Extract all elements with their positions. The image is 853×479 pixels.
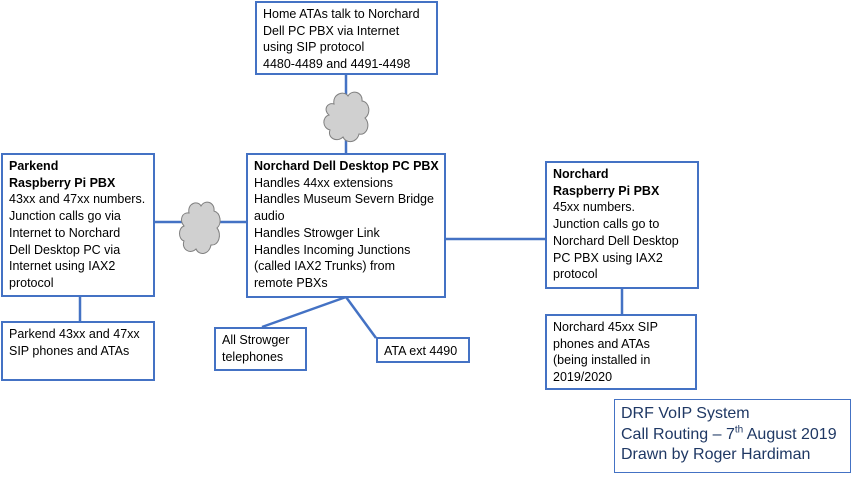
norchard-pi-title: Norchard: [553, 167, 609, 181]
title-line-system: DRF VoIP System: [621, 405, 750, 422]
link-dell-to-strowger: [261, 295, 347, 329]
title-line-date: Call Routing – 7th August 2019: [621, 424, 837, 443]
ata-4490-box: ATA ext 4490: [376, 337, 470, 363]
home-atas-line: 4480-4489 and 4491-4498: [263, 57, 411, 72]
home-atas-line: using SIP protocol: [263, 40, 365, 55]
norchard-dell-line: Handles Incoming Junctions: [254, 242, 411, 257]
parkend-phones-box: Parkend 43xx and 47xx SIP phones and ATA…: [1, 321, 155, 381]
norchard-dell-line: Handles Museum Severn Bridge: [254, 192, 434, 207]
norchard-dell-title: Norchard Dell Desktop PC PBX: [254, 159, 439, 173]
parkend-pbx-title: Parkend: [9, 159, 59, 173]
norchard-dell-line: audio: [254, 209, 285, 224]
norchard-dell-line: remote PBXs: [254, 275, 328, 290]
norchard-dell-line: (called IAX2 Trunks) from: [254, 259, 396, 274]
norchard-pi-line: Norchard Dell Desktop: [553, 233, 679, 248]
strowger-line: All Strowger: [222, 333, 290, 347]
norchard-phones-line: Norchard 45xx SIP: [553, 320, 658, 334]
home-atas-line: Dell PC PBX via Internet: [263, 23, 400, 38]
norchard-phones-box: Norchard 45xx SIP phones and ATAs (being…: [545, 314, 697, 390]
parkend-phones-line: Parkend 43xx and 47xx: [9, 327, 140, 341]
strowger-box: All Strowger telephones: [214, 327, 307, 371]
parkend-pbx-line: Internet using IAX2: [9, 259, 116, 274]
parkend-pbx-line: Dell Desktop PC via: [9, 242, 121, 257]
parkend-pbx-line: Junction calls go via: [9, 209, 121, 224]
ata-4490-label: ATA ext 4490: [384, 344, 458, 358]
home-atas-box: Home ATAs talk to Norchard Dell PC PBX v…: [255, 1, 438, 75]
parkend-pbx-box: Parkend Raspberry Pi PBX 43xx and 47xx n…: [1, 153, 155, 297]
parkend-pbx-line: protocol: [9, 275, 54, 290]
parkend-phones-line: SIP phones and ATAs: [9, 343, 130, 358]
norchard-dell-pbx-box: Norchard Dell Desktop PC PBX Handles 44x…: [246, 153, 446, 298]
norchard-dell-line: Handles 44xx extensions: [254, 175, 393, 190]
internet-cloud-icon: [179, 201, 221, 254]
norchard-dell-line: Handles Strowger Link: [254, 225, 380, 240]
norchard-pi-title: Raspberry Pi PBX: [553, 183, 660, 198]
title-block: DRF VoIP System Call Routing – 7th Augus…: [614, 399, 851, 473]
norchard-pi-line: 45xx numbers.: [553, 200, 635, 215]
parkend-pbx-line: Internet to Norchard: [9, 225, 121, 240]
parkend-pbx-line: 43xx and 47xx numbers.: [9, 192, 146, 207]
norchard-phones-line: phones and ATAs: [553, 336, 650, 351]
norchard-phones-line: (being installed in: [553, 353, 651, 368]
title-line-author: Drawn by Roger Hardiman: [621, 446, 811, 463]
parkend-pbx-title: Raspberry Pi PBX: [9, 175, 116, 190]
home-atas-line: Home ATAs talk to Norchard: [263, 7, 420, 21]
norchard-pi-line: Junction calls go to: [553, 217, 660, 232]
norchard-phones-line: 2019/2020: [553, 370, 613, 385]
norchard-pi-line: PC PBX using IAX2: [553, 250, 663, 265]
strowger-line: telephones: [222, 349, 284, 364]
norchard-pi-pbx-box: Norchard Raspberry Pi PBX 45xx numbers. …: [545, 161, 699, 289]
internet-cloud-icon: [323, 91, 370, 142]
link-dell-to-ata: [344, 296, 378, 339]
norchard-pi-line: protocol: [553, 267, 598, 282]
